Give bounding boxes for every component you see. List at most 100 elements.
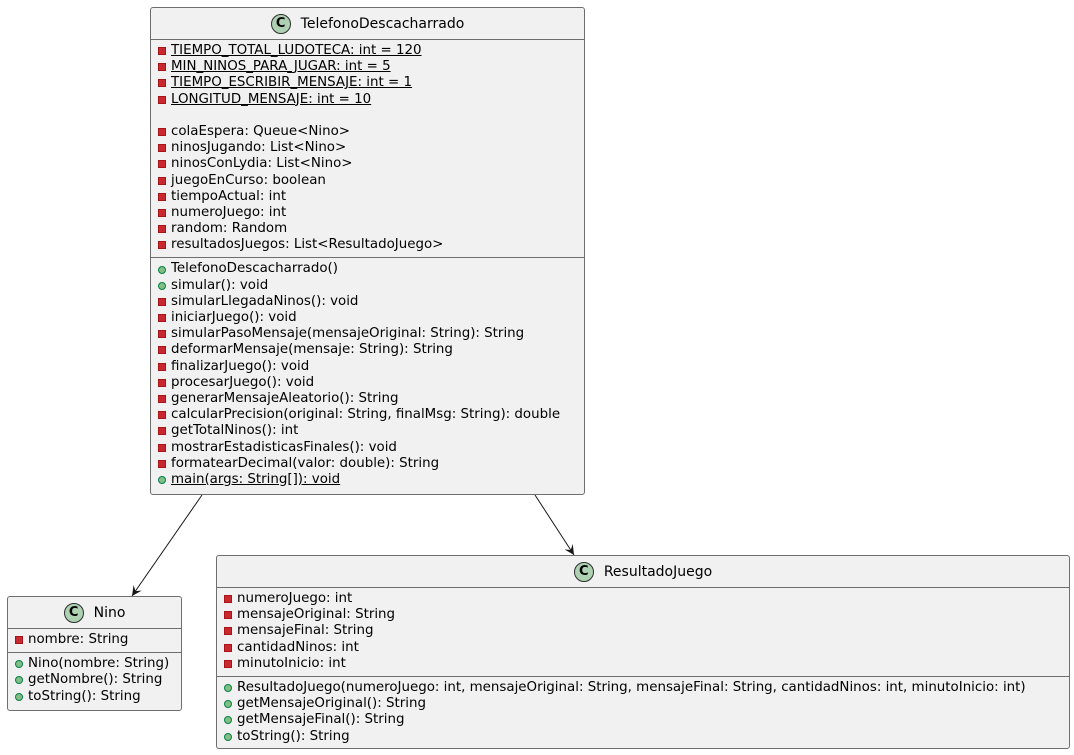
member-row: nombre: String [14,632,175,648]
member-row: procesarJuego(): void [157,375,578,391]
member-row: ResultadoJuego(numeroJuego: int, mensaje… [223,680,1063,696]
member-row: ninosConLydia: List<Nino> [157,156,578,172]
member-row: minutoInicio: int [223,656,1063,672]
member-row: calcularPrecision(original: String, fina… [157,407,578,423]
member-row: random: Random [157,221,578,237]
private-visibility-icon [224,611,232,620]
member-text: tiempoActual: int [171,188,287,204]
member-text: getMensajeFinal(): String [237,712,405,728]
public-visibility-icon [224,732,232,741]
member-row: numeroJuego: int [157,205,578,221]
member-text: colaEspera: Queue<Nino> [171,123,350,139]
class-name: Nino [93,604,126,621]
member-row: getTotalNinos(): int [157,423,578,439]
member-text: toString(): String [28,688,141,704]
member-text: Nino(nombre: String) [28,656,170,672]
private-visibility-icon [158,362,166,371]
member-row: TelefonoDescacharrado() [157,261,578,277]
class-nino[interactable]: C Nino nombre: String Nino(nombre: Strin… [7,596,182,711]
private-visibility-icon [158,395,166,404]
private-visibility-icon [158,443,166,452]
private-visibility-icon [158,297,166,306]
member-text: TIEMPO_ESCRIBIR_MENSAJE: int = 1 [171,75,412,91]
member-row: resultadosJuegos: List<ResultadoJuego> [157,237,578,253]
member-row: getMensajeOriginal(): String [223,696,1063,712]
class-telefono-descacharrado[interactable]: C TelefonoDescacharrado TIEMPO_TOTAL_LUD… [150,7,585,495]
methods-section: ResultadoJuego(numeroJuego: int, mensaje… [217,675,1069,749]
private-visibility-icon [224,595,232,604]
member-text: cantidadNinos: int [237,639,359,655]
relation-telefono-to-resultado [534,494,575,556]
member-text: TIEMPO_TOTAL_LUDOTECA: int = 120 [171,43,422,58]
public-visibility-icon [224,684,232,693]
member-text: numeroJuego: int [171,204,287,220]
private-visibility-icon [158,225,166,234]
private-visibility-icon [158,411,166,420]
member-row: LONGITUD_MENSAJE: int = 10 [157,92,578,108]
member-row: TIEMPO_TOTAL_LUDOTECA: int = 120 [157,43,578,59]
member-row: juegoEnCurso: boolean [157,173,578,189]
member-row: simularLlegadaNinos(): void [157,294,578,310]
member-row: toString(): String [14,689,175,705]
member-row: colaEspera: Queue<Nino> [157,124,578,140]
public-visibility-icon [158,475,166,484]
member-text: iniciarJuego(): void [171,310,297,325]
member-text: MIN_NINOS_PARA_JUGAR: int = 5 [171,59,391,75]
member-text: toString(): String [237,728,350,744]
member-row: iniciarJuego(): void [157,310,578,326]
member-text: simularLlegadaNinos(): void [171,293,359,309]
member-row: mensajeFinal: String [223,623,1063,639]
member-text: ninosConLydia: List<Nino> [171,156,353,172]
private-visibility-icon [158,208,166,217]
member-text: numeroJuego: int [237,591,353,606]
member-text: simularPasoMensaje(mensajeOriginal: Stri… [171,326,525,342]
member-text: ResultadoJuego(numeroJuego: int, mensaje… [237,679,1026,695]
private-visibility-icon [158,128,166,137]
private-visibility-icon [158,95,166,104]
class-icon: C [573,561,594,582]
member-row: simular(): void [157,278,578,294]
public-visibility-icon [158,265,166,274]
member-row: tiempoActual: int [157,189,578,205]
member-text: simular(): void [171,277,269,293]
member-text: getTotalNinos(): int [171,423,299,439]
member-text: main(args: String[]): void [171,471,341,487]
private-visibility-icon [158,176,166,185]
member-text: calcularPrecision(original: String, fina… [171,407,561,423]
private-visibility-icon [224,627,232,636]
public-visibility-icon [15,676,23,685]
class-icon: C [270,13,291,34]
member-row: numeroJuego: int [223,591,1063,607]
private-visibility-icon [158,314,166,323]
private-visibility-icon [158,192,166,201]
private-visibility-icon [158,378,166,387]
private-visibility-icon [158,63,166,72]
member-text: resultadosJuegos: List<ResultadoJuego> [171,237,444,253]
member-row: getMensajeFinal(): String [223,712,1063,728]
private-visibility-icon [158,241,166,250]
relation-telefono-to-nino [131,494,203,597]
member-row: getNombre(): String [14,672,175,688]
member-text: nombre: String [28,632,129,647]
class-header: C Nino [8,597,181,629]
private-visibility-icon [15,636,23,645]
private-visibility-icon [224,643,232,652]
member-text: ninosJugando: List<Nino> [171,140,347,156]
member-row: formatearDecimal(valor: double): String [157,456,578,472]
fields-section: nombre: String [8,629,181,652]
private-visibility-icon [158,427,166,436]
private-visibility-icon [158,47,166,56]
public-visibility-icon [224,716,232,725]
public-visibility-icon [158,281,166,290]
member-row: simularPasoMensaje(mensajeOriginal: Stri… [157,326,578,342]
member-row: ninosJugando: List<Nino> [157,140,578,156]
public-visibility-icon [15,660,23,669]
member-text: LONGITUD_MENSAJE: int = 10 [171,91,372,107]
member-text: minutoInicio: int [237,655,346,671]
